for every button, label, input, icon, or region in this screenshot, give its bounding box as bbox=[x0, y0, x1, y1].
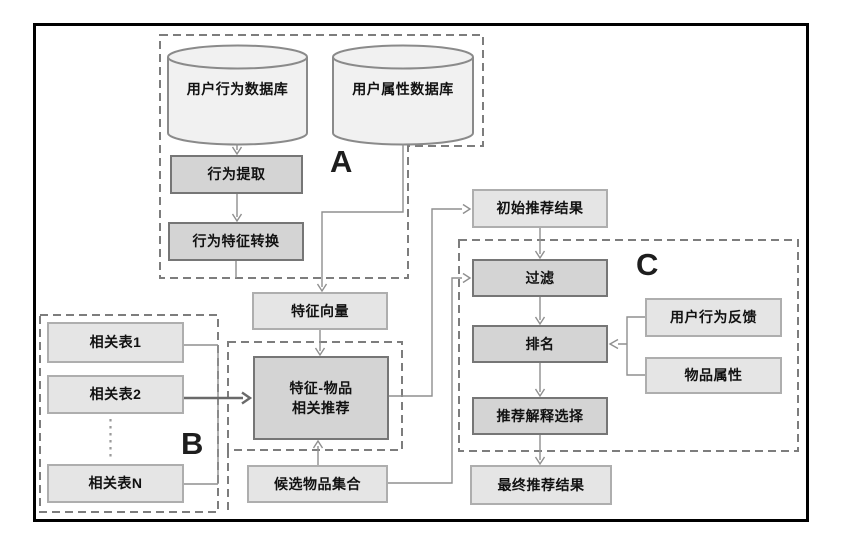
node-feature-item-recommendation-line1: 特征-物品 bbox=[289, 379, 353, 396]
node-user-attribute-db-label: 用户属性数据库 bbox=[352, 81, 454, 97]
section-b-outline bbox=[39, 314, 219, 513]
user-attribute-db-cylinder bbox=[332, 57, 474, 146]
node-user-behavior-db-label: 用户行为数据库 bbox=[186, 81, 289, 97]
node-ranking: 排名 bbox=[472, 325, 608, 363]
node-initial-results: 初始推荐结果 bbox=[472, 189, 608, 228]
user-behavior-db-cylinder-top bbox=[167, 44, 308, 70]
node-user-behavior-feedback: 用户行为反馈 bbox=[645, 298, 782, 337]
node-final-results: 最终推荐结果 bbox=[470, 465, 612, 505]
node-candidate-item-set: 候选物品集合 bbox=[247, 465, 388, 503]
section-label-b: B bbox=[181, 426, 204, 461]
node-feature-item-recommendation: 特征-物品 相关推荐 bbox=[253, 356, 389, 440]
user-attribute-db-cylinder-top bbox=[332, 44, 474, 70]
node-item-attributes: 物品属性 bbox=[645, 357, 782, 394]
section-label-c: C bbox=[636, 247, 659, 282]
node-related-table-2: 相关表2 bbox=[47, 375, 184, 414]
node-filter: 过滤 bbox=[472, 259, 608, 297]
diagram-border bbox=[33, 23, 809, 522]
node-feature-item-recommendation-line2: 相关推荐 bbox=[292, 400, 350, 416]
node-explanation-selection: 推荐解释选择 bbox=[472, 397, 608, 435]
node-behavior-extraction: 行为提取 bbox=[170, 155, 303, 194]
connectors bbox=[184, 144, 645, 485]
tables-to-recommendation-arrow bbox=[184, 391, 253, 405]
section-c-outline bbox=[458, 239, 799, 452]
node-feature-vector: 特征向量 bbox=[252, 292, 388, 330]
section-label-a: A bbox=[330, 144, 353, 179]
node-related-table-n: 相关表N bbox=[47, 464, 184, 503]
user-behavior-db-cylinder bbox=[167, 57, 308, 146]
section-a-outline bbox=[159, 34, 484, 279]
feature-item-region-outline bbox=[227, 341, 403, 510]
node-related-table-1: 相关表1 bbox=[47, 322, 184, 363]
node-behavior-feature-conversion: 行为特征转换 bbox=[168, 222, 304, 261]
